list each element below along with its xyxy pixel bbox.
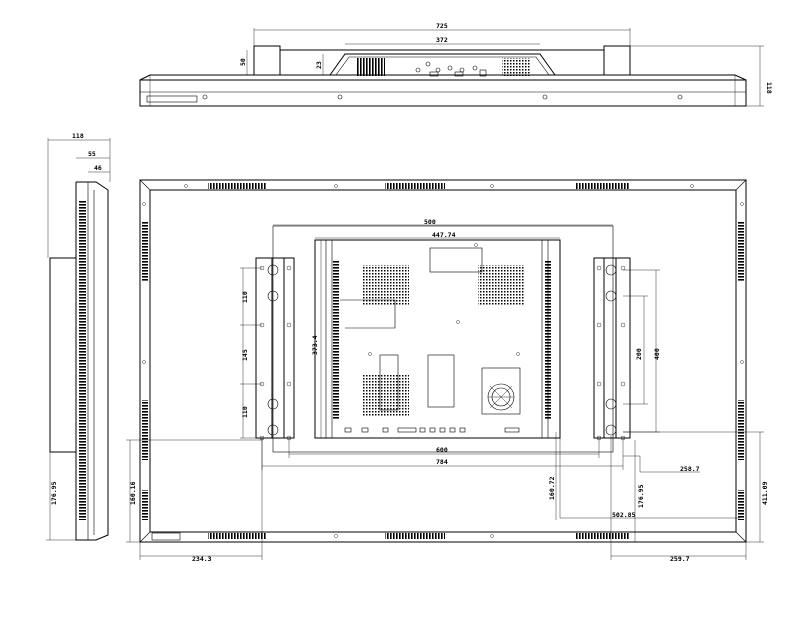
rear-label-plate — [151, 532, 181, 541]
side-bottom-label: 176.95 — [50, 481, 58, 505]
rear-frame-outer — [139, 179, 747, 543]
r1-label: 258.7 — [680, 465, 700, 473]
top-inner-height-label: 23 — [315, 61, 323, 69]
left-spacing-3-label: 110 — [241, 406, 249, 418]
fan-icon — [481, 367, 521, 415]
left-spacing-1-label: 110 — [241, 291, 249, 303]
left-height-label: 160.16 — [129, 481, 137, 505]
left-mount-rail — [255, 257, 295, 441]
far-right-height-label: 411.09 — [761, 481, 769, 505]
rear-frame-inner — [149, 189, 737, 533]
port-row — [344, 427, 520, 433]
bracket-width-label: 500 — [424, 218, 436, 226]
side-depth-label: 118 — [72, 132, 84, 140]
vesa-width-label: 600 — [436, 446, 448, 454]
right-spacing-1-label: 200 — [635, 348, 643, 360]
right-spacing-2-label: 400 — [653, 348, 661, 360]
right-height-label: 176.95 — [637, 484, 645, 508]
side-inner-label: 46 — [94, 164, 102, 172]
frame-inner-width-label: 784 — [436, 458, 448, 466]
left-spacing-2-label: 145 — [241, 349, 249, 361]
side-stand — [49, 257, 77, 453]
right-offset-label: 259.7 — [670, 555, 690, 563]
center-height-label: 160.72 — [548, 476, 556, 500]
top-depth-label: 118 — [765, 82, 773, 94]
rear-view: 500 447.74 373.4 110 145 110 200 400 600… — [126, 179, 769, 563]
main-board — [314, 239, 561, 439]
right-mount-rail — [593, 257, 631, 441]
top-inner-label: 372 — [436, 36, 448, 44]
top-view-panel — [139, 79, 747, 107]
board-width-label: 447.74 — [432, 231, 456, 239]
top-connectors — [415, 61, 487, 77]
top-stand-height-label: 50 — [239, 58, 247, 66]
side-view: 118 55 46 176.95 — [46, 132, 111, 541]
r2-label: 502.85 — [612, 511, 636, 519]
frame-screws — [142, 184, 744, 538]
top-view: 725 372 50 23 118 — [139, 22, 773, 107]
top-width-label: 725 — [436, 22, 448, 30]
board-height-label: 373.4 — [311, 335, 319, 355]
side-mid-label: 55 — [88, 150, 96, 158]
vesa-bracket-outline — [272, 225, 614, 453]
left-offset-label: 234.3 — [192, 555, 212, 563]
